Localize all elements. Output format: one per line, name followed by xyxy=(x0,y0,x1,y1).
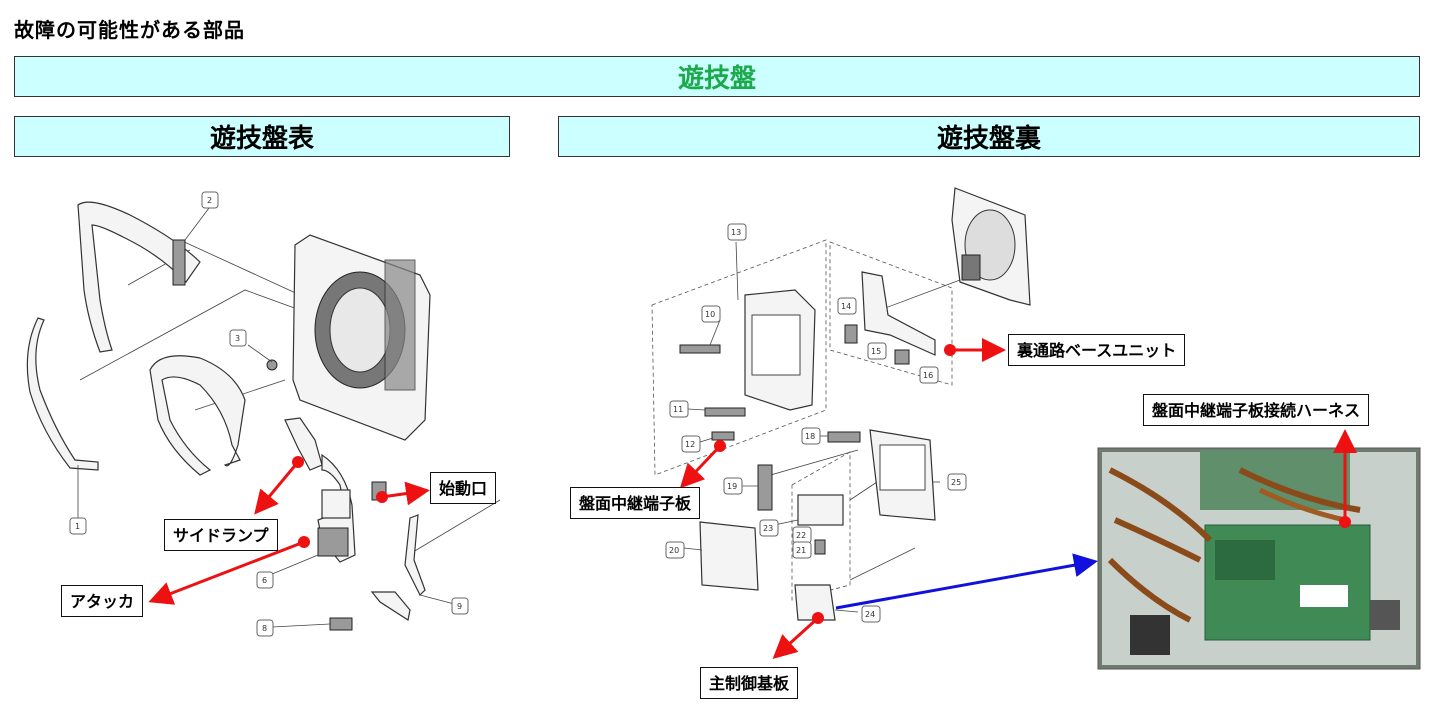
part-1-left-arc xyxy=(26,317,99,471)
callout-relay-board: 盤面中継端子板 xyxy=(570,487,701,519)
label-part-20: 20 xyxy=(669,546,679,555)
label-part-23: 23 xyxy=(763,524,773,533)
page-title: 故障の可能性がある部品 xyxy=(14,18,245,42)
part-18 xyxy=(827,431,861,443)
label-part-2: 2 xyxy=(207,196,212,205)
main-control-arrow xyxy=(772,616,820,660)
part-2-upper-rail xyxy=(77,201,201,353)
label-part-10: 10 xyxy=(705,310,715,319)
front-exploded-view xyxy=(26,201,501,631)
callout-start-port: 始動口 xyxy=(430,472,497,504)
part-23-board xyxy=(797,494,844,526)
inner-ring-rail xyxy=(149,355,246,476)
label-part-13: 13 xyxy=(731,228,741,237)
attacker-arrow xyxy=(148,540,305,605)
front-banner: 遊技盤表 xyxy=(14,116,510,157)
part-20-board xyxy=(699,521,759,591)
part-9-rail xyxy=(404,514,426,597)
label-part-22: 22 xyxy=(796,531,806,540)
main-banner: 遊技盤 xyxy=(14,56,1420,97)
part-19 xyxy=(757,464,773,511)
label-part-18: 18 xyxy=(805,432,815,441)
part-3-screw xyxy=(266,359,278,371)
callout-main-control: 主制御基板 xyxy=(700,667,799,699)
callout-back-passage: 裏通路ベースユニット xyxy=(1008,334,1186,366)
label-part-12: 12 xyxy=(685,440,695,449)
part-24-main-control xyxy=(794,584,836,621)
callout-side-lamp: サイドランプ xyxy=(164,519,278,551)
label-part-1: 1 xyxy=(75,522,80,531)
back-part-labels: 13 10 11 12 14 15 16 18 19 20 23 22 21 2… xyxy=(665,223,967,623)
back-arrows xyxy=(679,338,1357,660)
callout-relay-harness: 盤面中継端子板接続ハーネス xyxy=(1143,394,1370,426)
back-exploded-view xyxy=(651,187,1031,621)
label-part-19: 19 xyxy=(727,482,737,491)
harness-photo xyxy=(1097,447,1421,670)
label-part-8: 8 xyxy=(262,624,267,633)
callout-attacker: アタッカ xyxy=(61,585,144,617)
label-part-21: 21 xyxy=(796,546,806,555)
side-lamp-arrow xyxy=(254,461,300,515)
label-part-24: 24 xyxy=(865,610,875,619)
label-part-3: 3 xyxy=(235,334,240,343)
label-part-11: 11 xyxy=(673,405,683,414)
front-arrows xyxy=(148,456,430,605)
back-banner: 遊技盤裏 xyxy=(558,116,1420,157)
back-passage-base-unit xyxy=(861,271,936,356)
relay-board-arrow xyxy=(679,444,722,489)
label-part-9: 9 xyxy=(457,602,462,611)
label-part-15: 15 xyxy=(871,347,881,356)
front-part-labels: 2 3 1 6 8 9 xyxy=(69,191,469,637)
label-part-6: 6 xyxy=(262,576,267,585)
label-part-25: 25 xyxy=(951,478,961,487)
label-part-14: 14 xyxy=(841,302,851,311)
part-8 xyxy=(329,617,353,631)
start-port-arrow xyxy=(381,481,430,506)
label-part-16: 16 xyxy=(923,371,933,380)
main-control-to-photo-arrow xyxy=(835,553,1098,610)
